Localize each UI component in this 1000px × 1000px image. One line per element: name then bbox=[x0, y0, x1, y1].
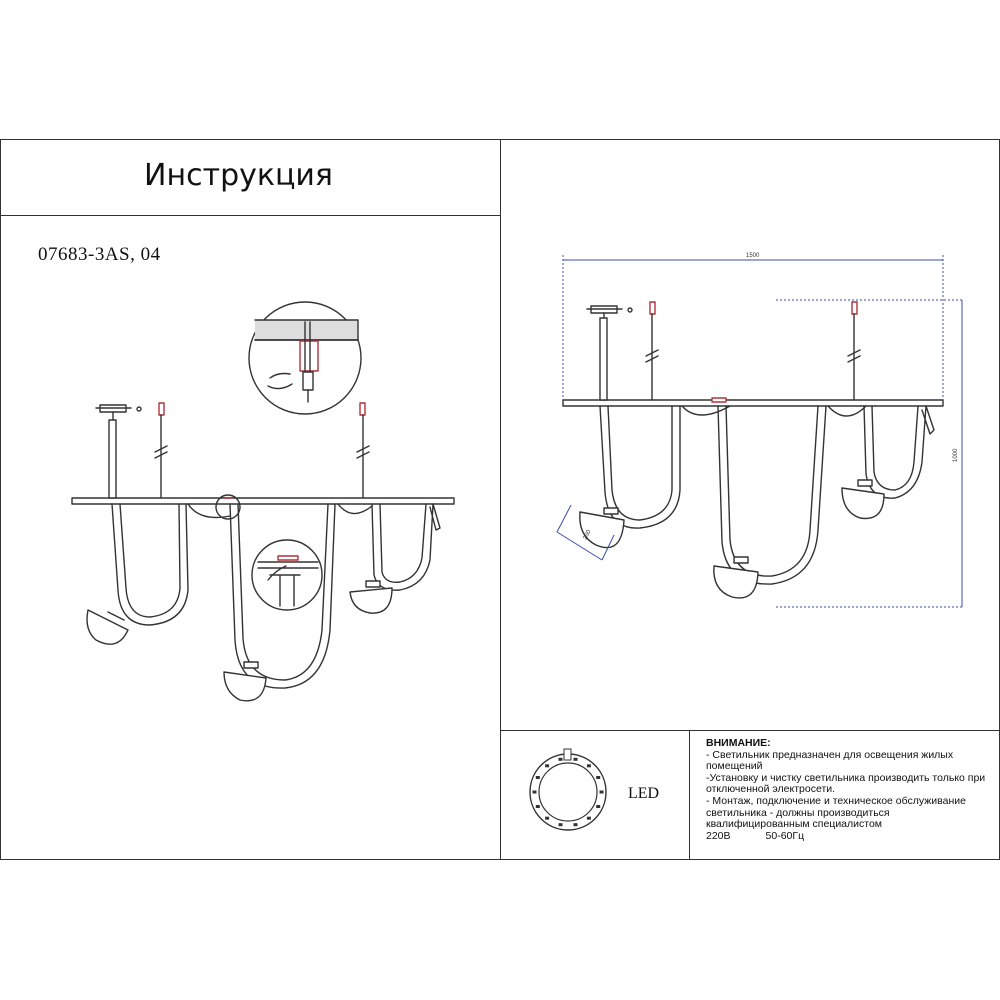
lamp-shade bbox=[349, 580, 393, 614]
led-chip bbox=[558, 823, 563, 827]
strap-loop bbox=[337, 503, 373, 515]
lamp-shade bbox=[841, 479, 885, 520]
warning-line: -Установку и чистку светильника производ… bbox=[706, 771, 986, 784]
led-chip bbox=[573, 757, 578, 761]
height-dimension bbox=[776, 299, 963, 608]
width-dimension bbox=[562, 255, 944, 400]
power-spec: 220В 50-60Гц bbox=[706, 829, 996, 843]
led-chip bbox=[573, 823, 578, 827]
detail-callout-clamp bbox=[251, 539, 323, 611]
fixture-bar bbox=[562, 399, 944, 407]
led-chip bbox=[535, 805, 540, 808]
lamp-shade bbox=[713, 556, 759, 599]
led-chip bbox=[558, 757, 563, 761]
divider bbox=[689, 730, 690, 859]
detail-marker bbox=[215, 494, 241, 520]
warning-line: помещений bbox=[706, 760, 763, 773]
ceiling-mount bbox=[95, 404, 142, 499]
led-chip bbox=[586, 816, 591, 820]
warning-line: квалифицированным специалистом bbox=[706, 818, 883, 831]
strap-clip bbox=[921, 405, 935, 435]
strap-loop bbox=[827, 405, 867, 417]
divider bbox=[501, 730, 999, 731]
warning-line: - Монтаж, подключение и техническое обсл… bbox=[706, 794, 966, 807]
led-chip bbox=[596, 776, 601, 779]
shade-dimension bbox=[556, 504, 615, 561]
title-box: Инструкция bbox=[1, 140, 500, 216]
detail-callout-screw bbox=[248, 301, 362, 415]
width-dimension-label: 1500 bbox=[746, 253, 760, 259]
lamp-strap bbox=[111, 503, 189, 626]
led-ring-icon bbox=[529, 748, 607, 831]
lamp-shade bbox=[86, 609, 129, 645]
lamp-strap bbox=[371, 503, 434, 591]
lamp-strap bbox=[717, 405, 827, 585]
warning-header: ВНИМАНИЕ: bbox=[706, 737, 771, 749]
warning-block: ВНИМАНИЕ: - Светильник предназначен для … bbox=[706, 737, 996, 843]
warning-line: - Светильник предназначен для освещения … bbox=[706, 748, 954, 761]
led-chip bbox=[545, 764, 550, 768]
right-panel: LED ВНИМАНИЕ: - Светильник предназначен … bbox=[500, 139, 1000, 860]
warning-line: светильника - должны производиться bbox=[706, 806, 890, 819]
page-title: Инструкция bbox=[144, 158, 333, 193]
lamp-shade bbox=[579, 507, 625, 549]
suspension-wire bbox=[356, 402, 370, 499]
left-panel: Инструкция 07683-3AS, 04 bbox=[0, 139, 501, 860]
model-number: 07683-3AS, 04 bbox=[38, 244, 161, 265]
suspension-wire bbox=[645, 301, 659, 401]
shade-dimension-label: 250 bbox=[582, 529, 592, 541]
lamp-strap bbox=[229, 503, 336, 689]
led-chip bbox=[596, 805, 601, 808]
led-chip bbox=[599, 790, 604, 794]
led-chip bbox=[535, 776, 540, 779]
led-chip bbox=[545, 816, 550, 820]
led-chip bbox=[586, 764, 591, 768]
strap-loop bbox=[187, 503, 231, 519]
suspension-wire bbox=[154, 402, 168, 499]
suspension-wire bbox=[847, 301, 861, 401]
warning-line: отключенной электросети. bbox=[706, 783, 836, 796]
lamp-strap bbox=[863, 405, 927, 499]
lamp-strap bbox=[599, 405, 681, 529]
strap-loop bbox=[681, 405, 731, 416]
led-label: LED bbox=[628, 785, 660, 802]
height-dimension-label: 1000 bbox=[953, 448, 959, 462]
lamp-shade bbox=[223, 661, 267, 702]
fixture-bar bbox=[71, 497, 455, 505]
led-chip bbox=[532, 790, 537, 794]
strap-clip bbox=[429, 503, 441, 531]
ceiling-mount bbox=[586, 305, 633, 401]
voltage-label: 220В bbox=[706, 829, 731, 842]
frequency-label: 50-60Гц bbox=[765, 829, 805, 842]
